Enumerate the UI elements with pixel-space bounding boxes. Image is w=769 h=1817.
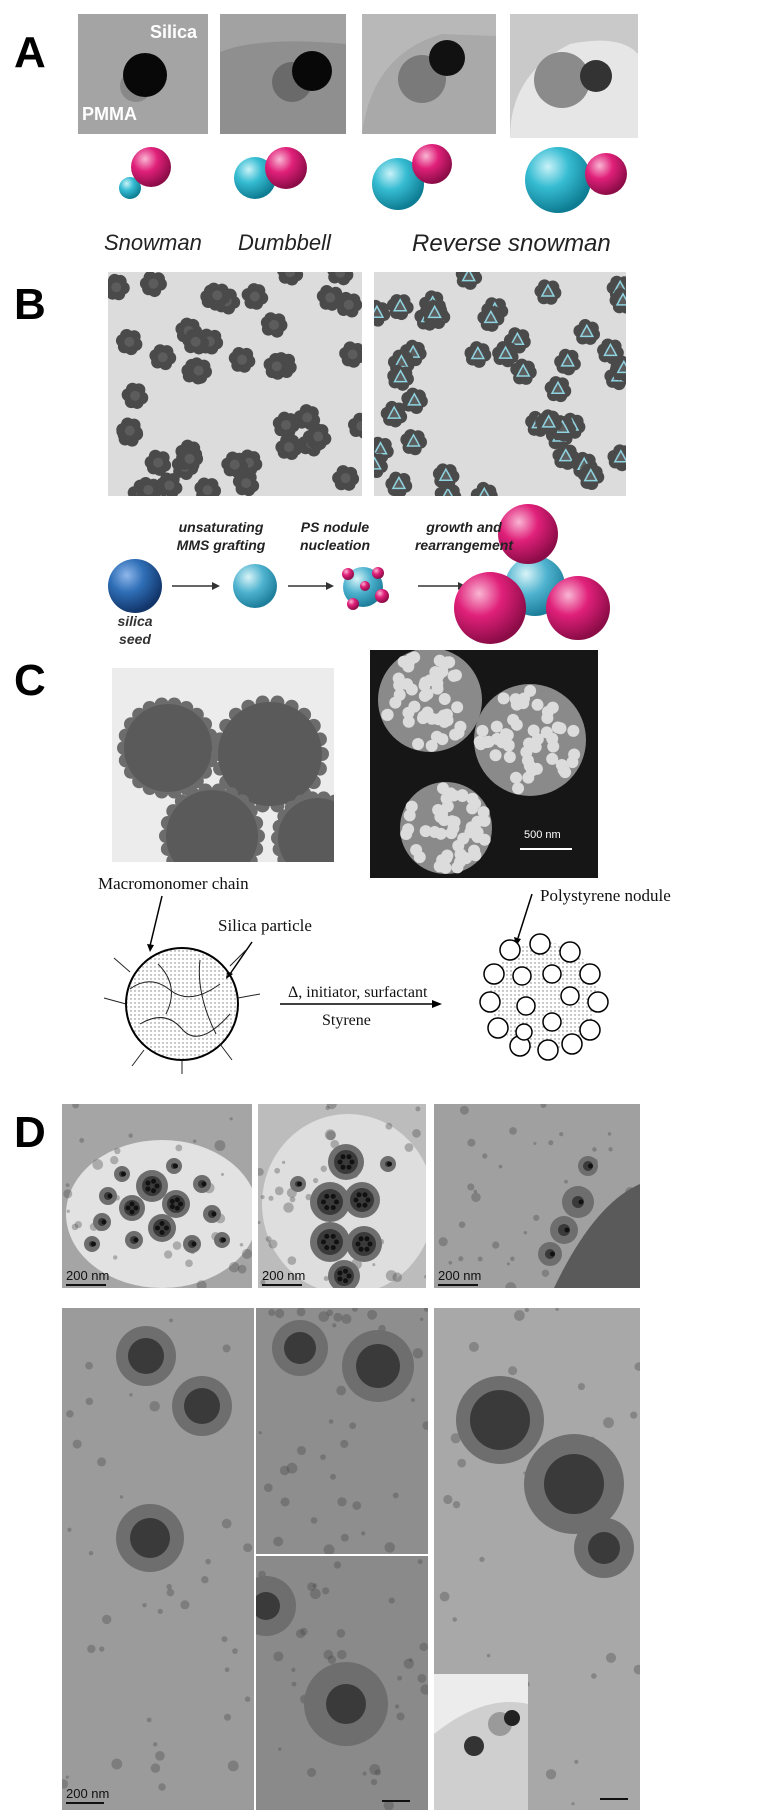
cryo-tem-core-shell-2 <box>256 1308 428 1554</box>
silica-label: Silica <box>150 22 198 42</box>
scale-label-d3: 200 nm <box>438 1268 482 1283</box>
step-label-nucleation: PS nodule nucleation <box>300 519 371 553</box>
panel-letter-c: C <box>14 656 46 705</box>
dumbbell-sphere-magenta <box>265 147 307 189</box>
cryo-tem-cluster-2: 200 nm <box>258 1104 426 1288</box>
silica-particle-sketch <box>125 947 239 1061</box>
scale-label-d2: 200 nm <box>262 1268 306 1283</box>
tetrapod-lobe-top <box>498 504 558 564</box>
panel-letter-d: D <box>14 1108 46 1157</box>
cryo-tem-core-shell-1: 200 nm <box>62 1308 254 1810</box>
cryo-tem-core-shell-4 <box>434 1308 640 1810</box>
tem-image-raspberry <box>112 668 334 862</box>
tem-image-snowman: Silica PMMA <box>78 14 208 134</box>
silica-seed-sphere <box>108 559 162 613</box>
snowman-large-sphere <box>131 147 171 187</box>
panel-letter-a: A <box>14 28 46 77</box>
pmma-label: PMMA <box>82 104 137 124</box>
reaction-conditions-bottom: Styrene <box>322 1012 371 1029</box>
caption-reverse-snowman: Reverse snowman <box>412 230 611 257</box>
scale-bar-d4 <box>66 1802 104 1804</box>
reaction-conditions-top: Δ, initiator, surfactant <box>288 984 428 1001</box>
tem-image-reverse-snowman-2 <box>510 14 638 138</box>
tem-image-tetrapods-annotated <box>374 272 626 496</box>
reverse-snowman-1-magenta <box>412 144 452 184</box>
scale-bar-d2 <box>262 1284 302 1286</box>
sem-scale-label: 500 nm <box>524 829 561 841</box>
cryo-tem-cluster-1: 200 nm <box>62 1104 252 1288</box>
tem-image-tetrapods <box>108 272 362 496</box>
caption-snowman: Snowman <box>104 230 202 255</box>
macromonomer-chain-label: Macromonomer chain <box>98 874 249 893</box>
cryo-tem-cluster-3: 200 nm <box>434 1104 640 1288</box>
silica-particle-label: Silica particle <box>218 916 312 935</box>
scale-bar-d1 <box>66 1284 106 1286</box>
reverse-snowman-1-cyan <box>372 158 424 210</box>
reverse-snowman-2-cyan <box>525 147 591 213</box>
silica-seed-label: silica seed <box>117 613 153 647</box>
grafted-seed-sphere <box>233 564 277 608</box>
scale-bar-d6 <box>382 1800 410 1802</box>
tetrapod-lobe-right <box>546 576 610 640</box>
sem-image-raspberry: 500 nm <box>370 650 598 878</box>
raspberry-scheme <box>103 894 609 1074</box>
sem-scale-bar <box>520 848 572 850</box>
tetrapod-lobe-left <box>454 572 526 644</box>
tem-image-reverse-snowman-1 <box>362 14 496 134</box>
tem-image-dumbbell <box>220 14 346 134</box>
step-label-growth: growth and rearrangement <box>414 519 514 553</box>
scale-label-d1: 200 nm <box>66 1268 110 1283</box>
synthesis-scheme-b <box>108 504 610 644</box>
caption-dumbbell: Dumbbell <box>238 230 331 255</box>
step-label-grafting: unsaturating MMS grafting <box>176 519 266 553</box>
inset-image <box>434 1674 528 1810</box>
panel-letter-b: B <box>14 280 46 329</box>
reverse-snowman-2-magenta <box>585 153 627 195</box>
particle-models-a <box>119 144 627 213</box>
polystyrene-nodule-label: Polystyrene nodule <box>540 886 671 905</box>
scale-bar-d3 <box>438 1284 478 1286</box>
scale-bar-d7 <box>600 1798 628 1800</box>
scale-label-d4: 200 nm <box>66 1786 110 1801</box>
cryo-tem-core-shell-3 <box>256 1556 428 1810</box>
snowman-small-sphere <box>119 177 141 199</box>
